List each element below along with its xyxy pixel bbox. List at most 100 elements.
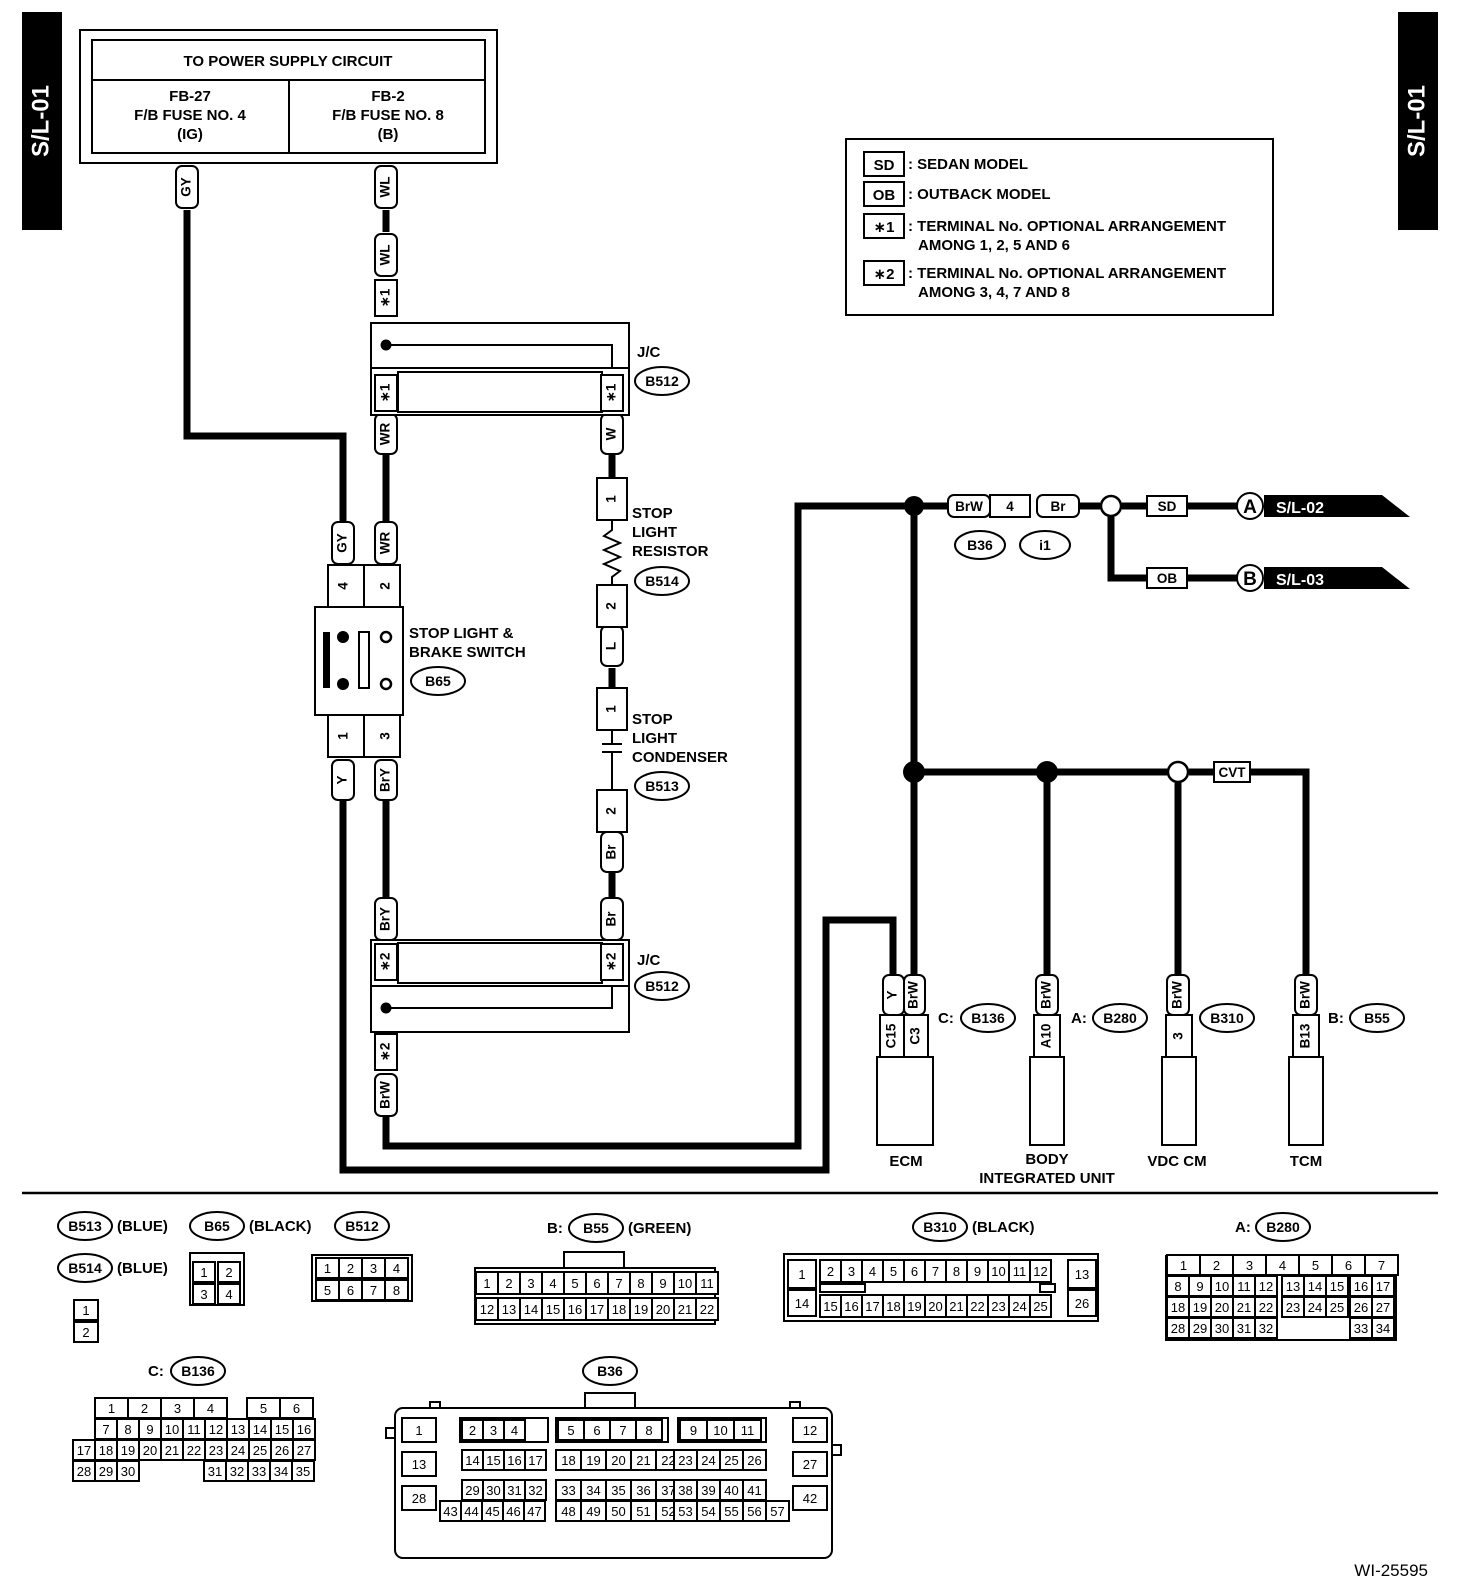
connector-pin <box>695 1297 719 1321</box>
pin-number: 3 <box>370 1261 377 1276</box>
pin-number: 57 <box>770 1504 784 1519</box>
connector-pin <box>733 1419 762 1441</box>
fuse-right-line1: FB-2 <box>371 88 404 105</box>
legend-text-star2: : TERMINAL No. OPTIONAL ARRANGEMENT <box>908 265 1226 282</box>
destination-b: B S/L-03 <box>1236 564 1410 592</box>
pin-number: 30 <box>1215 1321 1229 1336</box>
pin-number: 10 <box>991 1264 1005 1279</box>
pin-number: 4 <box>1279 1258 1286 1273</box>
connector-pin-4: 4 <box>989 494 1031 518</box>
pin-number: 34 <box>586 1483 600 1498</box>
pin-number: 2 <box>347 1261 354 1276</box>
svg-text:B36: B36 <box>967 537 993 553</box>
pin-number: 23 <box>678 1453 692 1468</box>
connector-pin <box>742 1449 767 1471</box>
wire-tag-ecm-brw: BrW <box>903 974 926 1016</box>
pin-number: 31 <box>1237 1321 1251 1336</box>
svg-text:4: 4 <box>336 582 351 590</box>
pin-number: 4 <box>511 1423 518 1438</box>
connector-pin <box>523 1500 546 1522</box>
svg-text:3: 3 <box>1171 1032 1186 1040</box>
pin-number: 14 <box>795 1296 809 1311</box>
pin-number: 6 <box>1345 1258 1352 1273</box>
jc-lower-label: J/C <box>637 952 661 969</box>
svg-text:Br: Br <box>604 911 619 927</box>
pin-number: 15 <box>486 1453 500 1468</box>
jc-lower-conn: B512 <box>645 978 679 994</box>
pin-number: 7 <box>102 1422 109 1437</box>
pin-number: 10 <box>165 1422 179 1437</box>
pin-number: 6 <box>911 1264 918 1279</box>
pin-number: 3 <box>490 1423 497 1438</box>
legend-text-sd: : SEDAN MODEL <box>908 156 1028 173</box>
connector-pin <box>217 1283 241 1305</box>
pin-number: 13 <box>231 1422 245 1437</box>
svg-text:Y: Y <box>335 775 350 784</box>
pin-number: 12 <box>1259 1279 1273 1294</box>
wire-tag-gy-2: GY <box>331 521 355 565</box>
tcm-conn: B55 <box>1364 1010 1390 1026</box>
pin-number: 5 <box>260 1401 267 1416</box>
connector-pin <box>524 1449 547 1471</box>
pin-number: 56 <box>747 1504 761 1519</box>
cv-b310-name: B310 <box>923 1219 957 1235</box>
pin-number: 8 <box>953 1264 960 1279</box>
legend-text-star1: : TERMINAL No. OPTIONAL ARRANGEMENT <box>908 218 1226 235</box>
pin-number: 24 <box>701 1453 715 1468</box>
pin-number: 53 <box>678 1504 692 1519</box>
pin-number: 11 <box>741 1423 755 1438</box>
svg-text:B13: B13 <box>1298 1023 1313 1048</box>
pin-number: 1 <box>798 1267 805 1282</box>
pin-number: 23 <box>1286 1300 1300 1315</box>
svg-text:Y: Y <box>885 990 900 999</box>
wire-tag-vdc-brw: BrW <box>1166 974 1190 1016</box>
wire-tag-br-2: Br <box>600 897 624 941</box>
stop-light-condenser: 1 2 STOP LIGHT CONDENSER B513 <box>596 687 728 833</box>
pin-number: 2 <box>1213 1258 1220 1273</box>
connector-pin <box>787 1289 817 1317</box>
wire-tag-wl: WL <box>374 165 398 209</box>
connector-pin <box>792 1451 828 1477</box>
fuse-left-line3: (IG) <box>177 126 203 143</box>
pin-number: 17 <box>528 1453 542 1468</box>
pin-number: 20 <box>656 1302 670 1317</box>
fuse-left-line1: FB-27 <box>169 88 211 105</box>
pin-number: 17 <box>1376 1279 1390 1294</box>
pin-number: 6 <box>347 1283 354 1298</box>
pin-number: 7 <box>615 1276 622 1291</box>
cv-b512-name: B512 <box>345 1218 379 1234</box>
pin-number: 4 <box>225 1287 232 1302</box>
svg-text:BrW: BrW <box>955 499 983 514</box>
condenser-conn: B513 <box>645 778 679 794</box>
pin-number: 12 <box>1033 1264 1047 1279</box>
wire-tag-star1-top: ∗1 <box>374 279 398 317</box>
connector-pin <box>1029 1294 1052 1318</box>
connector-pin <box>384 1257 409 1279</box>
connector-pin <box>1325 1296 1349 1318</box>
pin-number: 49 <box>586 1504 600 1519</box>
connector-pin <box>401 1417 437 1443</box>
pin-number: 16 <box>507 1453 521 1468</box>
wire-tag-bry: BrY <box>374 759 398 801</box>
legend-tag-ob: OB <box>873 187 896 204</box>
tcm-module: B13 B: B55 TCM <box>1288 1003 1405 1170</box>
cv-b514-color: (BLUE) <box>117 1260 168 1277</box>
pin-number: 4 <box>393 1261 400 1276</box>
svg-text:BrW: BrW <box>1298 981 1313 1009</box>
pin-number: 8 <box>124 1422 131 1437</box>
svg-text:OB: OB <box>1157 571 1178 586</box>
pin-number: 50 <box>611 1504 625 1519</box>
pin-number: 14 <box>524 1302 538 1317</box>
junction-open-dot <box>1099 494 1123 518</box>
connector-pin <box>792 1417 828 1443</box>
wire-tag-wr-2: WR <box>374 521 398 565</box>
wire-tag-bry-2: BrY <box>374 897 398 941</box>
svg-text:∗2: ∗2 <box>378 953 393 972</box>
pin-number: 7 <box>619 1423 626 1438</box>
wires <box>183 210 1310 1174</box>
svg-text:BrW: BrW <box>1039 981 1054 1009</box>
svg-text:GY: GY <box>335 533 350 553</box>
pin-number: 16 <box>297 1422 311 1437</box>
pin-number: 14 <box>253 1422 267 1437</box>
pin-number: 26 <box>1075 1296 1089 1311</box>
